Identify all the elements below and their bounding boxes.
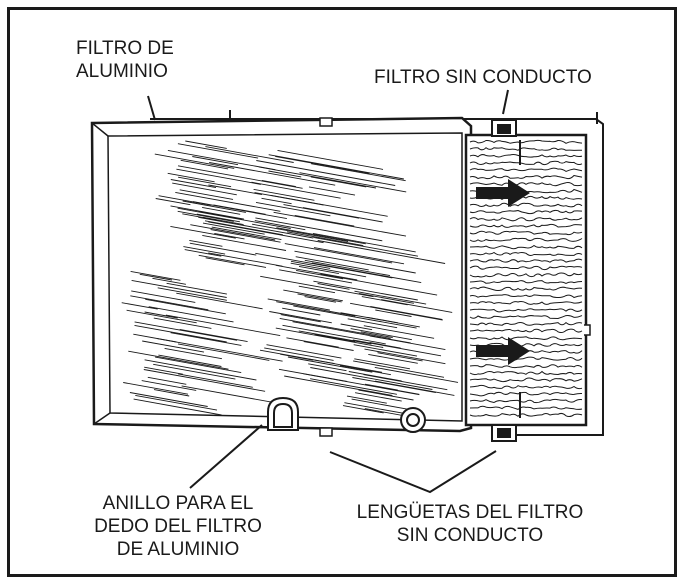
airflow-arrow-bottom xyxy=(476,337,530,365)
leader-lines xyxy=(147,89,509,494)
aluminum-filter-label-line-2: ALUMINIO xyxy=(76,61,168,82)
ductless-filter xyxy=(464,133,591,427)
tabs-label: LENGÜETAS DEL FILTRO SIN CONDUCTO xyxy=(325,501,615,547)
ductless-filter-tab-bottom xyxy=(491,424,517,442)
finger-ring-label-line-2: DEDO DEL FILTRO xyxy=(94,516,262,537)
rivet-ring xyxy=(400,407,426,433)
tabs-label-line-2: SIN CONDUCTO xyxy=(396,525,544,546)
ductless-filter-label: FILTRO SIN CONDUCTO xyxy=(374,66,592,89)
finger-ring-label: ANILLO PARA EL DEDO DEL FILTRO DE ALUMIN… xyxy=(72,492,284,561)
finger-ring-label-line-3: DE ALUMINIO xyxy=(116,539,240,560)
aluminum-filter-label: FILTRO DE ALUMINIO xyxy=(76,37,174,83)
aluminum-filter-label-line-1: FILTRO DE xyxy=(76,38,174,59)
tabs-label-line-1: LENGÜETAS DEL FILTRO xyxy=(356,502,584,523)
finger-ring xyxy=(267,396,299,431)
airflow-arrow-top xyxy=(476,179,530,207)
finger-ring-label-line-1: ANILLO PARA EL xyxy=(102,493,254,514)
ductless-filter-label-text: FILTRO SIN CONDUCTO xyxy=(374,67,592,88)
aluminum-filter xyxy=(90,116,473,437)
ductless-filter-tab-top xyxy=(491,119,517,137)
